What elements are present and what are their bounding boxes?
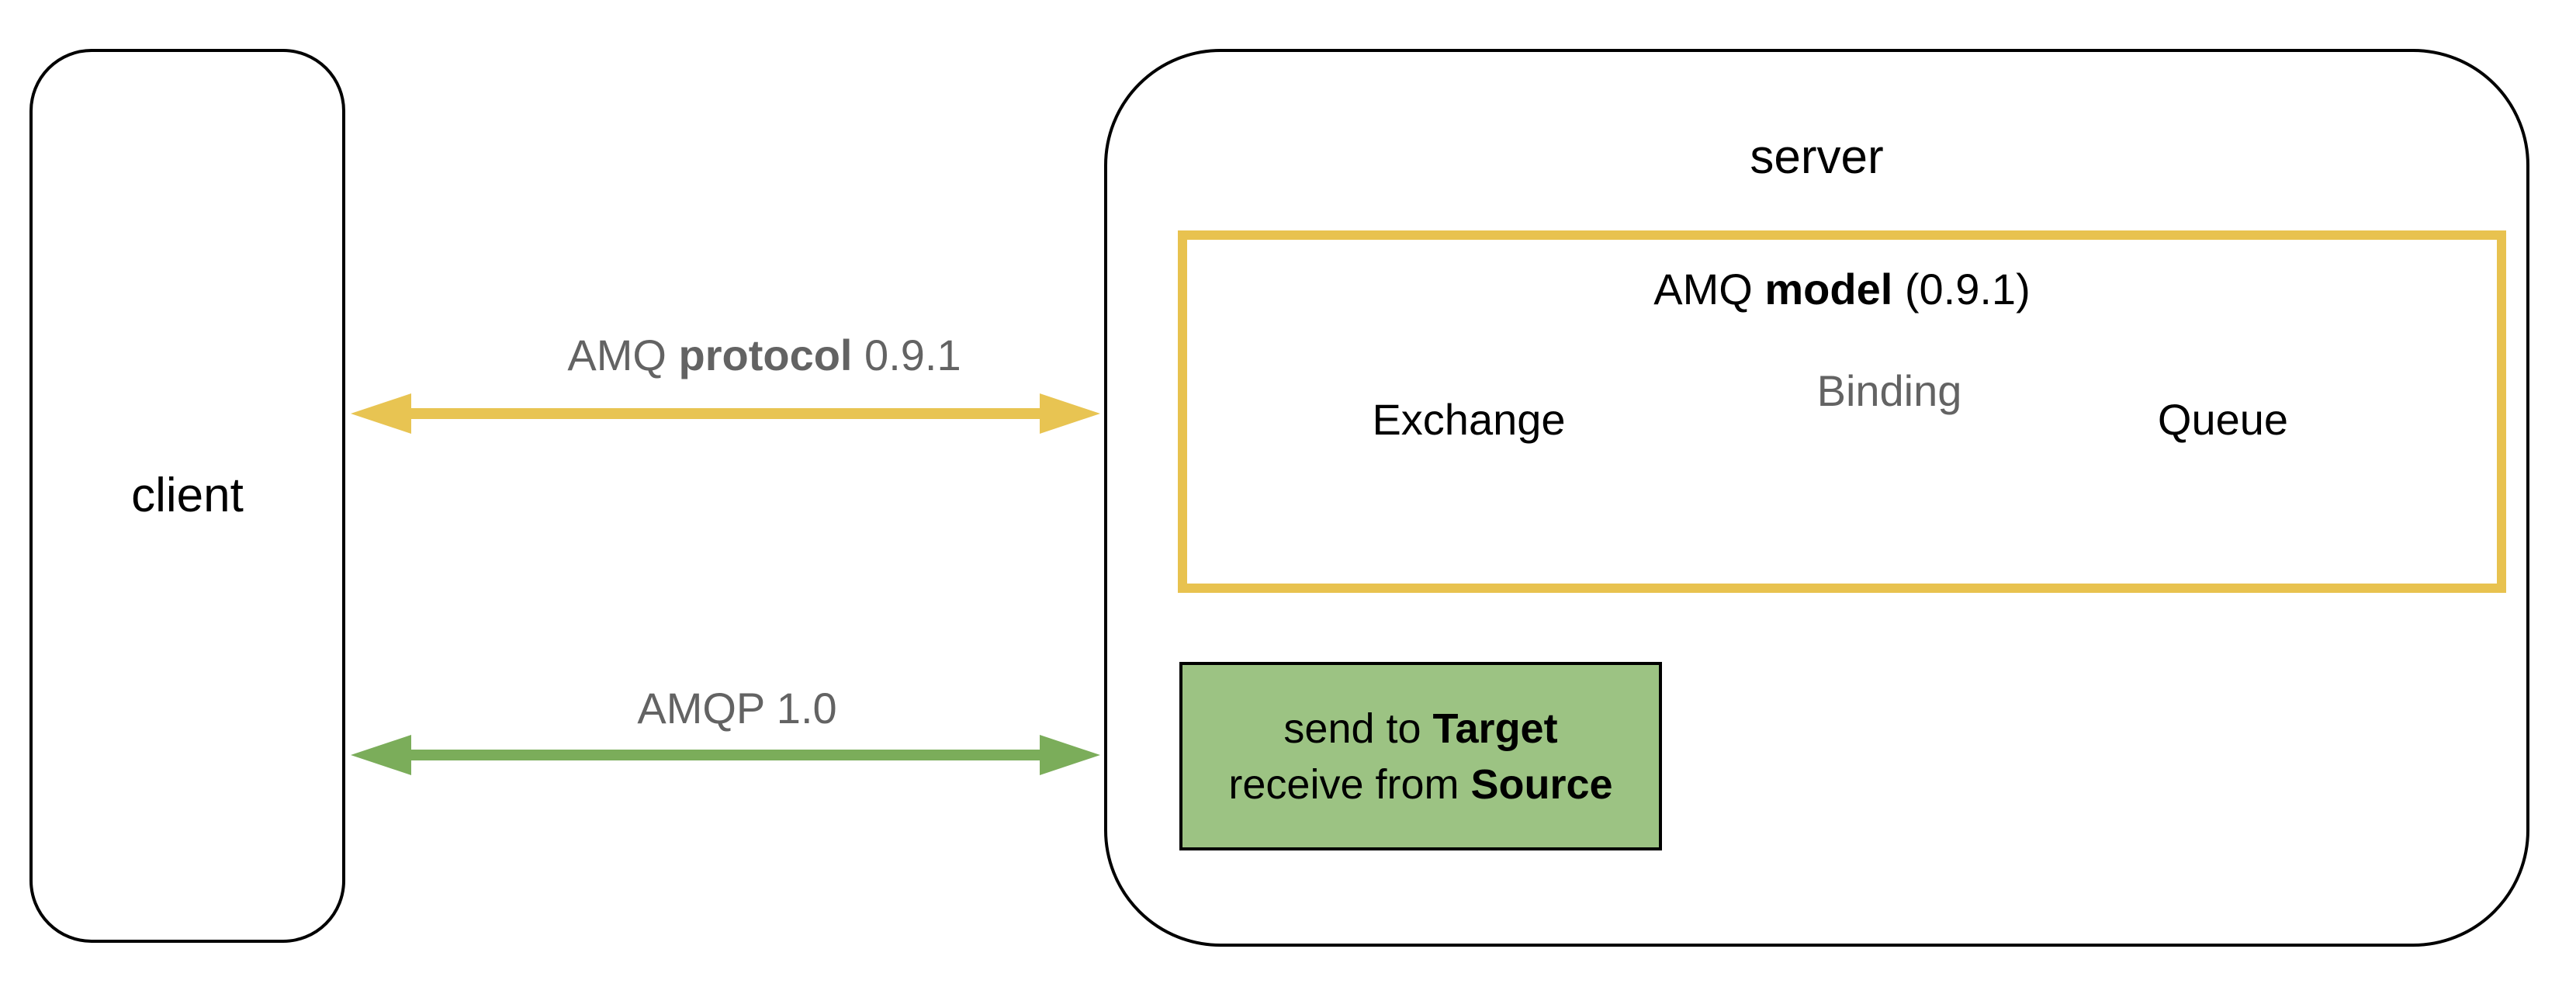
- amq-protocol-label-pre: AMQ: [567, 331, 679, 379]
- amqp-10-arrow-label: AMQP 1.0: [637, 684, 837, 733]
- client-node: client: [29, 49, 345, 943]
- binding-label: Binding: [1816, 366, 1962, 415]
- amqp-target-source-node: send to Target receive from Source: [1179, 662, 1662, 850]
- amqp-node-line1: send to Target: [1283, 701, 1557, 757]
- amqp-node-line1-bold: Target: [1432, 705, 1558, 752]
- queue-label: Queue: [2157, 395, 2289, 444]
- amq-model-box: [1178, 230, 2506, 593]
- amqp-node-line2-pre: receive from: [1228, 760, 1471, 808]
- amqp-10-arrow: [351, 735, 1100, 775]
- server-label: server: [1750, 130, 1884, 184]
- amq-model-title-bold: model: [1764, 265, 1893, 313]
- amqp-node-line2-bold: Source: [1470, 760, 1613, 808]
- amq-model-title: AMQ model (0.9.1): [1178, 262, 2506, 317]
- client-label: client: [131, 469, 244, 522]
- exchange-label: Exchange: [1372, 395, 1566, 444]
- amq-model-title-post: (0.9.1): [1892, 265, 2031, 313]
- amqp-node-line2: receive from Source: [1228, 757, 1612, 812]
- amq-model-title-pre: AMQ: [1653, 265, 1765, 313]
- amq-protocol-arrow: [351, 393, 1100, 434]
- amq-protocol-label-bold: protocol: [678, 331, 853, 379]
- amq-protocol-arrow-label: AMQ protocol 0.9.1: [376, 328, 1152, 383]
- amqp-node-line1-pre: send to: [1283, 705, 1433, 752]
- amq-protocol-label-post: 0.9.1: [852, 331, 961, 379]
